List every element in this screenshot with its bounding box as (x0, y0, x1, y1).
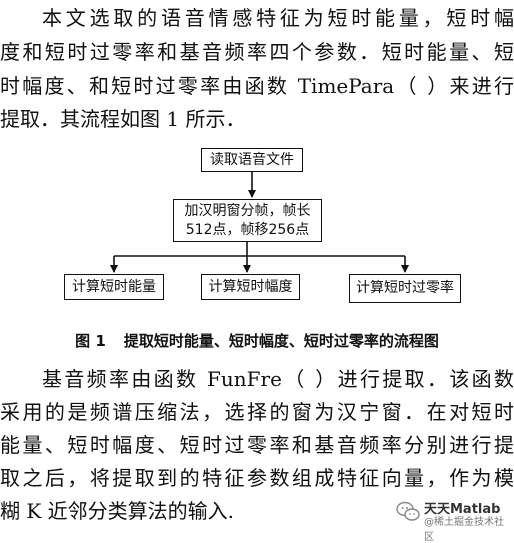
flowchart-box-zero-crossing-rate: 计算短时过零率 (349, 274, 461, 303)
watermark: 天天Matlab @稀土掘金技术社区 (396, 498, 508, 543)
paragraph-2-line-3: 能量、短时幅度、短时过零率和基音频率分别进行提 (0, 433, 514, 457)
figure-caption-number: 图 1 (75, 332, 106, 350)
paragraph-2-line-1: 基音频率由函数 FunFre（ ）进行提取．该函数 (42, 367, 514, 391)
figure-caption-text: 提取短时能量、短时幅度、短时过零率的流程图 (123, 332, 439, 350)
wechat-icon (396, 501, 420, 521)
paragraph-1-line-1: 本文选取的语音情感特征为短时能量，短时幅 (42, 6, 514, 30)
flowchart-box-short-time-amplitude-label: 计算短时幅度 (208, 278, 293, 295)
flowchart-box-short-time-amplitude: 计算短时幅度 (201, 274, 300, 300)
flowchart-box-windowing-line-1: 加汉明窗分帧，帧长 (184, 202, 311, 219)
flowchart-box-short-time-energy-label: 计算短时能量 (72, 278, 156, 295)
flowchart-box-windowing-line-2: 512点，帧移256点 (185, 221, 310, 238)
paragraph-1-line-2: 度和短时过零率和基音频率四个参数．短时能量、短 (0, 40, 514, 64)
figure-caption: 图 1 提取短时能量、短时幅度、短时过零率的流程图 (0, 329, 514, 353)
watermark-title: 天天Matlab (424, 502, 501, 517)
paragraph-2-line-4: 取之后，将提取到的特征参数组成特征向量，作为模 (0, 466, 514, 490)
flowchart-box-read-audio: 读取语音文件 (201, 148, 303, 172)
watermark-subtitle: @稀土掘金技术社区 (424, 517, 504, 543)
paragraph-2-line-2: 采用的是频谱压缩法，选择的窗为汉宁窗．在对短时 (0, 400, 514, 424)
paragraph-1-line-3: 时幅度、和短时过零率由函数 TimePara（ ）来进行 (0, 74, 514, 98)
flowchart-box-read-audio-label: 读取语音文件 (210, 151, 294, 168)
flowchart-box-short-time-energy: 计算短时能量 (64, 274, 164, 300)
flowchart-box-windowing: 加汉明窗分帧，帧长 512点，帧移256点 (173, 199, 322, 242)
flowchart-box-zero-crossing-rate-label: 计算短时过零率 (356, 280, 454, 296)
paragraph-1-line-4: 提取．其流程如图 1 所示． (0, 107, 246, 131)
paragraph-2-line-5: 糊 K 近邻分类算法的输入. (0, 499, 235, 523)
